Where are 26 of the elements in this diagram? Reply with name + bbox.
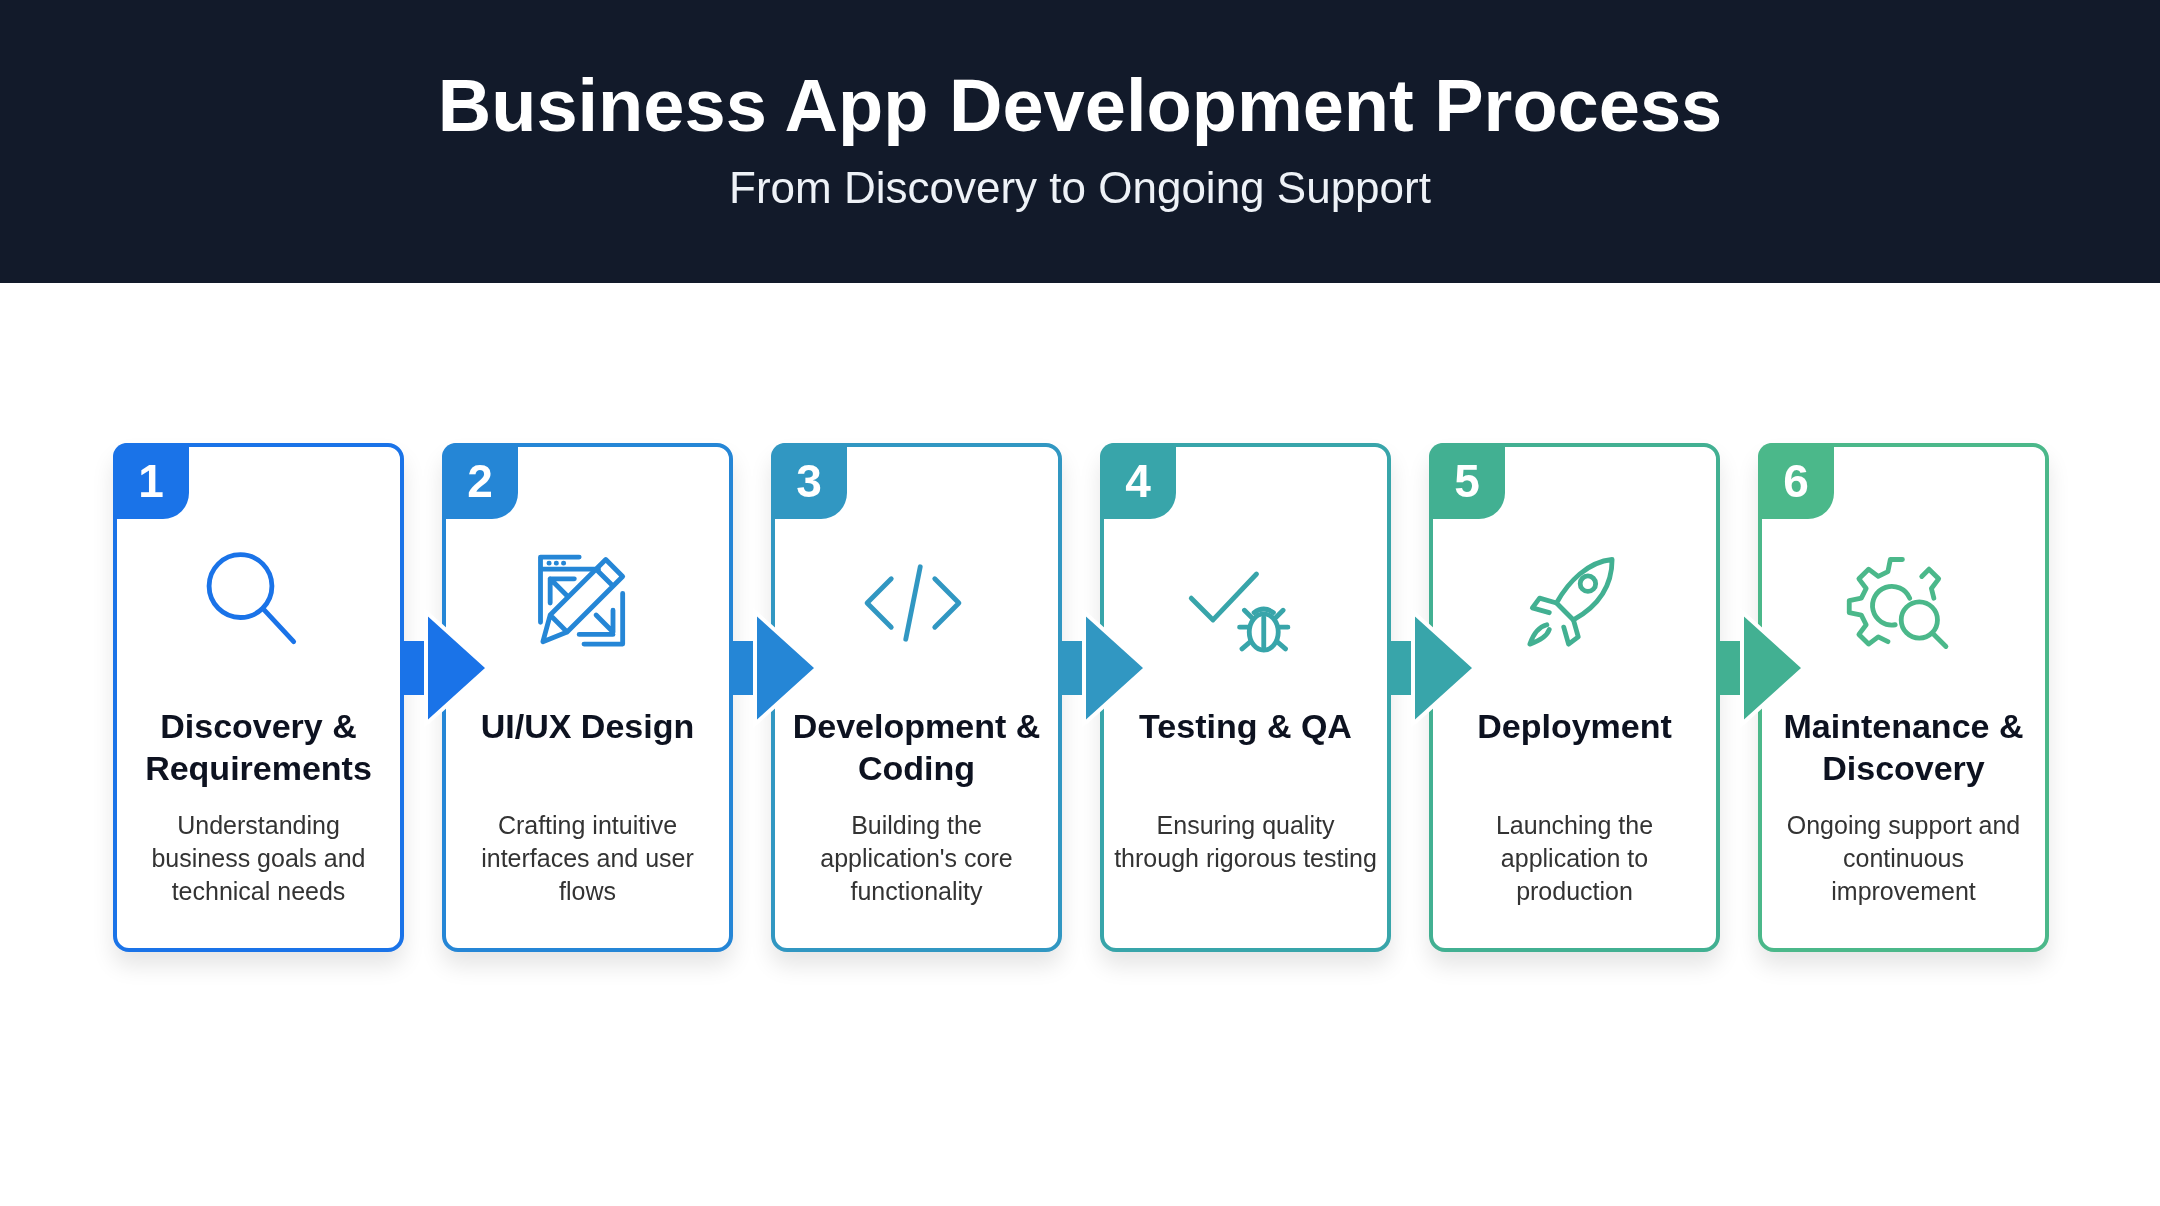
step-description: Ongoing support and continuous improvement (1785, 810, 2022, 907)
step-description: Ensuring quality through rigorous testing (1114, 810, 1377, 874)
step-number: 5 (1429, 443, 1505, 519)
step-title: Testing & QA (1138, 706, 1353, 747)
step-title: Deployment (1476, 706, 1673, 747)
step-number: 3 (771, 443, 847, 519)
step-card (113, 443, 404, 952)
step-number: 2 (442, 443, 518, 519)
step-description: Launching the application to production (1494, 810, 1655, 907)
step-card (1758, 443, 2049, 952)
step-description: Crafting intuitive interfaces and user flows (480, 810, 695, 907)
step-number: 1 (113, 443, 189, 519)
subtitle: From Discovery to Ongoing Support (728, 162, 1432, 214)
step-title: Maintenance & Discovery (1782, 706, 2025, 789)
title: Business App Development Process (436, 63, 1724, 149)
step-card (771, 443, 1062, 952)
step-title: UI/UX Design (479, 706, 696, 747)
step-card (442, 443, 733, 952)
step-card (1100, 443, 1391, 952)
step-title: Development & Coding (791, 706, 1042, 789)
step-title: Discovery & Requirements (144, 706, 373, 789)
step-number: 6 (1758, 443, 1834, 519)
step-description: Building the application's core functionality (819, 810, 1014, 907)
step-description: Understanding business goals and technical needs (150, 810, 367, 907)
step-card (1429, 443, 1720, 952)
step-number: 4 (1100, 443, 1176, 519)
